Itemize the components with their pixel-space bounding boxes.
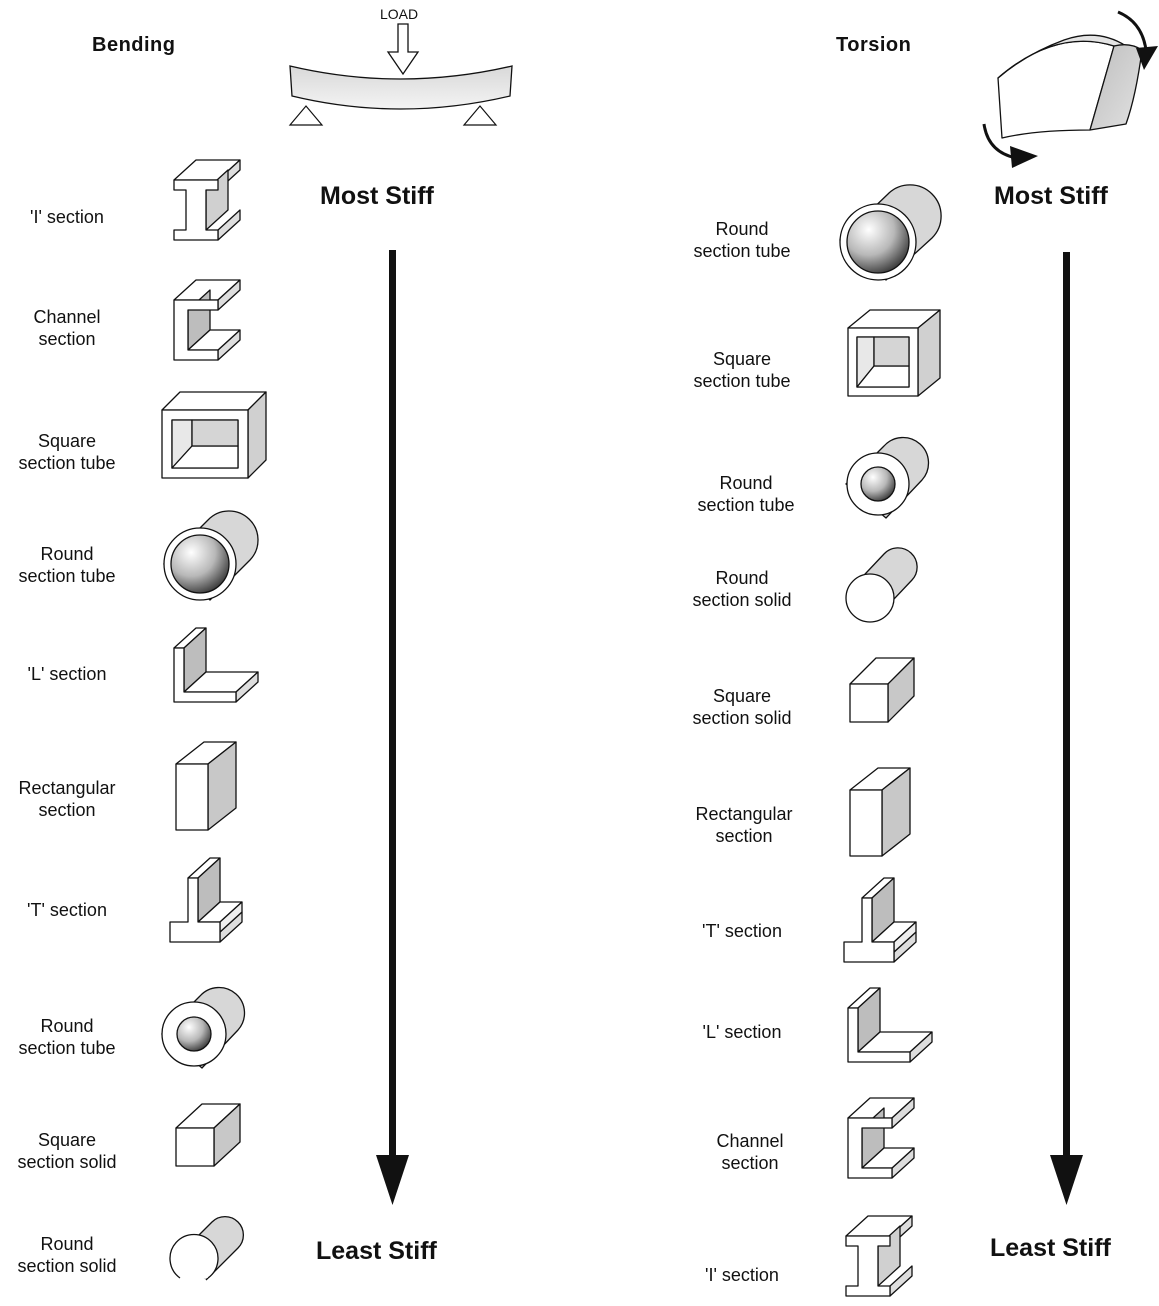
i-beam-icon xyxy=(845,1215,913,1297)
torsion-stiffness-arrow xyxy=(1050,252,1083,1205)
torsion-label-8: 'L' section xyxy=(702,1022,782,1042)
bending-label-4: Round section tube xyxy=(18,544,116,586)
square-tube-icon xyxy=(161,391,267,479)
bending-label-3: Square section tube xyxy=(18,431,116,473)
round-tube-thick-icon xyxy=(845,436,930,519)
t-section-icon xyxy=(843,877,917,963)
torsion-most-stiff: Most Stiff xyxy=(994,182,1108,210)
torsion-label-2: Square section tube xyxy=(693,349,791,391)
torsion-least-stiff: Least Stiff xyxy=(990,1234,1111,1262)
bending-label-8: Round section tube xyxy=(18,1016,116,1058)
l-section-icon xyxy=(847,987,933,1063)
round-solid-icon xyxy=(845,547,918,623)
i-beam-icon xyxy=(173,159,241,241)
torsion-label-4: Round section solid xyxy=(692,568,792,610)
torsion-label-6: Rectangular section xyxy=(695,804,793,846)
torsion-label-9: Channel section xyxy=(716,1131,784,1173)
rectangular-solid-icon xyxy=(175,741,237,831)
beam-load-icon xyxy=(288,23,513,126)
round-tube-thin-icon xyxy=(839,184,942,281)
torsion-label-3: Round section tube xyxy=(697,473,795,515)
bending-least-stiff: Least Stiff xyxy=(316,1237,437,1265)
torsion-label-5: Square section solid xyxy=(692,686,792,728)
bending-stiffness-arrow xyxy=(376,250,409,1205)
round-tube-thick-icon xyxy=(161,986,246,1069)
bending-label-1: 'I' section xyxy=(30,207,104,227)
round-solid-icon xyxy=(169,1215,245,1281)
rectangular-solid-icon xyxy=(849,767,911,857)
t-section-icon xyxy=(169,857,243,943)
bending-label-7: 'T' section xyxy=(27,900,107,920)
bending-label-10: Round section solid xyxy=(17,1234,117,1276)
torsion-label-10: 'I' section xyxy=(705,1265,779,1285)
bending-label-9: Square section solid xyxy=(17,1130,117,1172)
l-section-icon xyxy=(173,627,259,703)
torsion-block-icon xyxy=(982,10,1158,168)
torsion-heading: Torsion xyxy=(836,34,912,56)
load-label: LOAD xyxy=(380,6,419,22)
bending-label-5: 'L' section xyxy=(27,664,107,684)
bending-most-stiff: Most Stiff xyxy=(320,182,434,210)
bending-label-6: Rectangular section xyxy=(18,778,116,820)
channel-icon xyxy=(847,1097,915,1179)
square-solid-icon xyxy=(175,1103,241,1167)
torsion-label-7: 'T' section xyxy=(702,921,782,941)
square-solid-icon xyxy=(849,657,915,723)
bending-label-2: Channel section xyxy=(33,307,101,349)
torsion-label-1: Round section tube xyxy=(693,219,791,261)
bending-heading: Bending xyxy=(92,34,176,56)
channel-icon xyxy=(173,279,241,361)
round-tube-thin-icon xyxy=(163,510,259,601)
square-tube-icon xyxy=(847,309,941,397)
